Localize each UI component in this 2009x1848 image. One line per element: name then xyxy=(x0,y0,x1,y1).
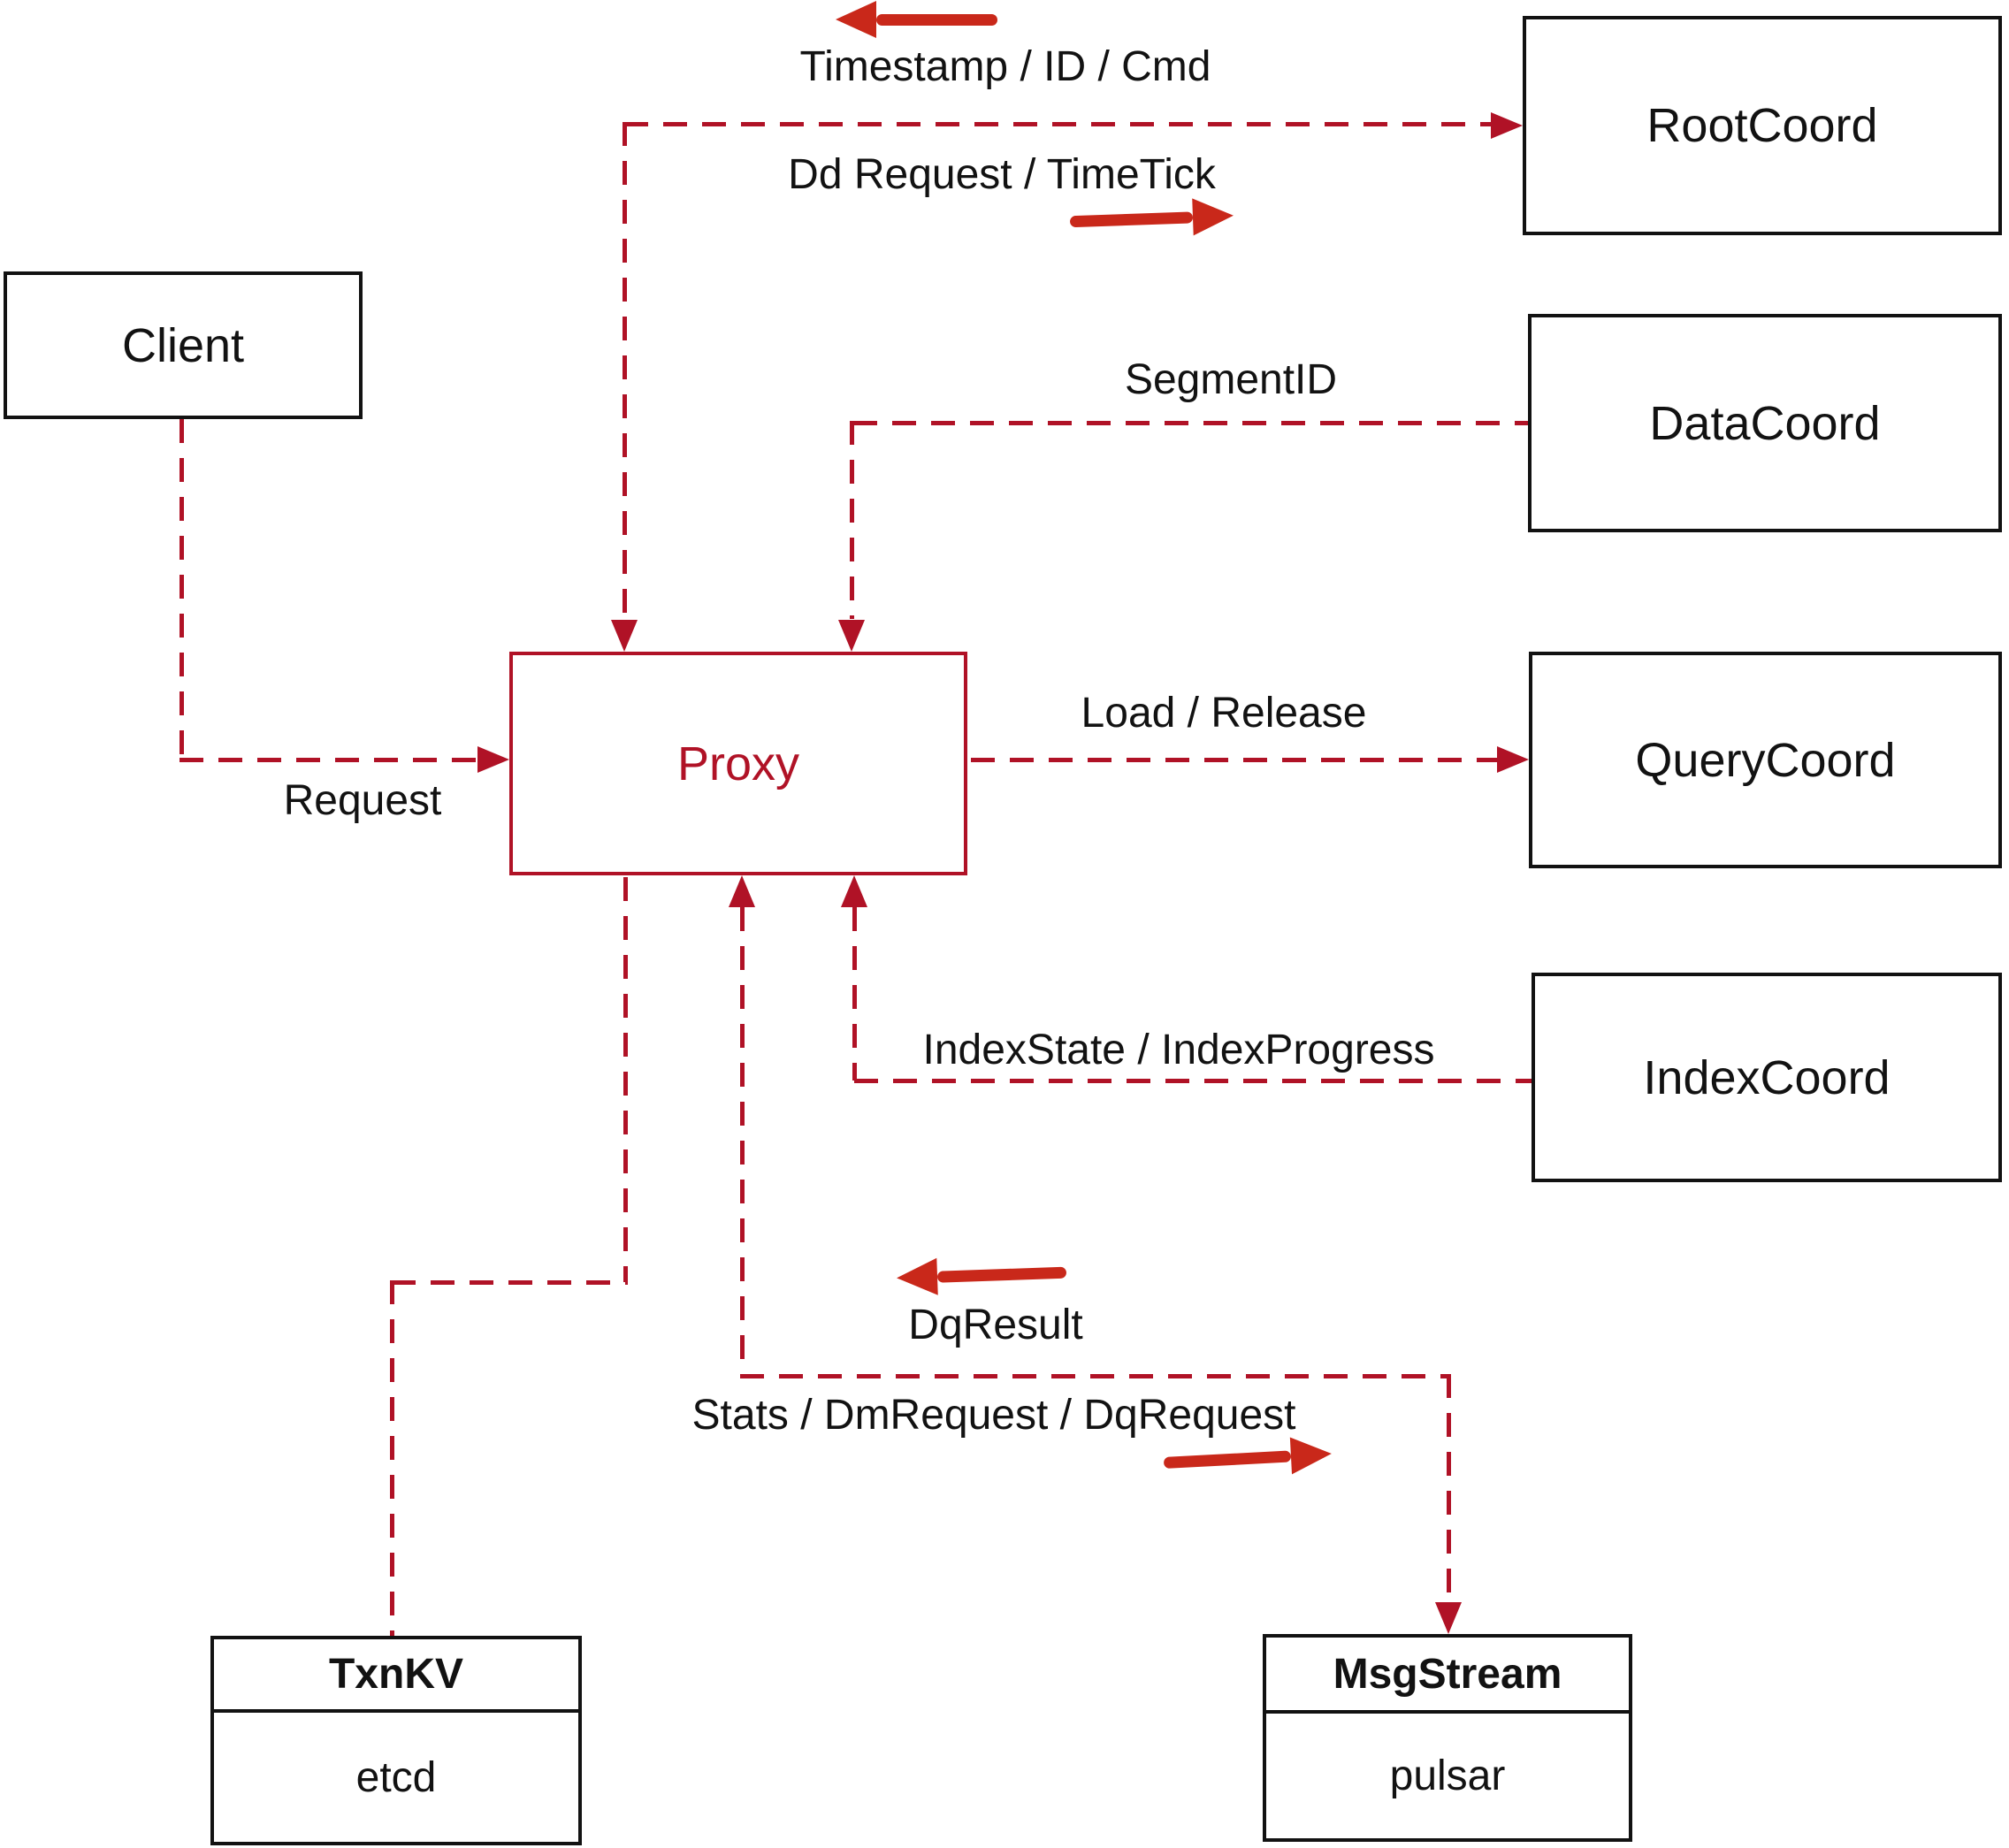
edge-proxy-msgstream-segment-v1 xyxy=(740,907,745,1376)
edge-label-indexstate-indexprogress: IndexState / IndexProgress xyxy=(922,1027,1435,1073)
edge-label-stats-dmrequest-dqrequest: Stats / DmRequest / DqRequest xyxy=(691,1392,1296,1439)
edge-proxy-txnkv-segment-v1 xyxy=(623,877,628,1282)
arrowhead-into-rootcoord-icon xyxy=(1491,112,1523,139)
arrowhead-into-proxy-bottom-left-icon xyxy=(729,875,755,907)
edge-datacoord-proxy-segment-h xyxy=(853,421,1528,425)
node-client-label: Client xyxy=(121,318,245,372)
edge-proxy-txnkv-segment-v2 xyxy=(390,1280,394,1636)
edge-label-dd-request-timetick: Dd Request / TimeTick xyxy=(788,151,1216,198)
edge-proxy-msgstream-segment-v2 xyxy=(1447,1374,1451,1604)
direction-arrow-left-timestamp-icon xyxy=(836,1,997,38)
node-msgstream-subtitle: pulsar xyxy=(1389,1753,1506,1799)
node-txnkv: TxnKV etcd xyxy=(210,1636,582,1845)
node-client: Client xyxy=(4,271,363,419)
node-msgstream-title: MsgStream xyxy=(1266,1638,1629,1714)
edge-client-proxy-segment-v xyxy=(180,419,184,760)
node-datacoord: DataCoord xyxy=(1528,314,2002,532)
edge-datacoord-proxy-segment-v xyxy=(850,421,854,619)
arrow-head xyxy=(836,1,876,38)
edge-indexcoord-proxy-segment-v xyxy=(852,907,857,1081)
edge-label-request: Request xyxy=(283,777,442,824)
direction-arrow-left-dqresult-icon xyxy=(896,1254,1067,1297)
arrowhead-into-proxy-top-right-icon xyxy=(838,620,865,652)
edge-proxy-rootcoord-segment-v xyxy=(623,122,627,619)
arrow-bar xyxy=(936,1266,1067,1283)
edge-label-dqresult: DqResult xyxy=(908,1302,1083,1348)
node-indexcoord: IndexCoord xyxy=(1532,973,2002,1182)
direction-arrow-right-stats-icon xyxy=(1163,1435,1333,1481)
node-rootcoord-label: RootCoord xyxy=(1646,99,1878,152)
node-datacoord-label: DataCoord xyxy=(1649,396,1881,450)
node-proxy-label: Proxy xyxy=(676,737,800,790)
arrow-head xyxy=(1192,196,1234,236)
edge-proxy-msgstream-segment-h xyxy=(740,1374,1450,1378)
edge-client-proxy-segment-h xyxy=(180,758,477,762)
node-querycoord: QueryCoord xyxy=(1529,652,2002,868)
arrowhead-into-msgstream-icon xyxy=(1435,1602,1462,1634)
edge-proxy-rootcoord-segment-h xyxy=(624,122,1491,126)
edge-label-load-release: Load / Release xyxy=(1081,690,1367,737)
arrowhead-into-querycoord-icon xyxy=(1497,746,1529,773)
arrow-bar xyxy=(876,13,997,26)
edge-label-segment-id: SegmentID xyxy=(1124,356,1338,403)
arrowhead-into-proxy-bottom-right-icon xyxy=(841,875,867,907)
node-txnkv-subtitle: etcd xyxy=(355,1753,437,1801)
node-txnkv-title: TxnKV xyxy=(214,1639,578,1713)
arrow-head xyxy=(896,1257,938,1297)
node-msgstream: MsgStream pulsar xyxy=(1263,1634,1632,1842)
arrow-bar xyxy=(1069,210,1194,227)
direction-arrow-right-ddrequest-icon xyxy=(1069,196,1234,240)
edge-indexcoord-proxy-segment-h xyxy=(854,1079,1532,1083)
arrowhead-into-proxy-top-left-icon xyxy=(611,620,638,652)
arrow-head xyxy=(1289,1435,1333,1475)
node-querycoord-label: QueryCoord xyxy=(1635,733,1896,787)
arrow-bar xyxy=(1163,1449,1292,1469)
node-indexcoord-label: IndexCoord xyxy=(1643,1050,1891,1104)
arrowhead-into-proxy-left-icon xyxy=(477,746,509,773)
edge-label-timestamp-id-cmd: Timestamp / ID / Cmd xyxy=(799,43,1211,90)
edge-proxy-querycoord-segment-h xyxy=(971,758,1497,762)
node-proxy: Proxy xyxy=(509,652,967,875)
edge-proxy-txnkv-segment-h xyxy=(392,1280,628,1285)
node-rootcoord: RootCoord xyxy=(1523,16,2002,235)
